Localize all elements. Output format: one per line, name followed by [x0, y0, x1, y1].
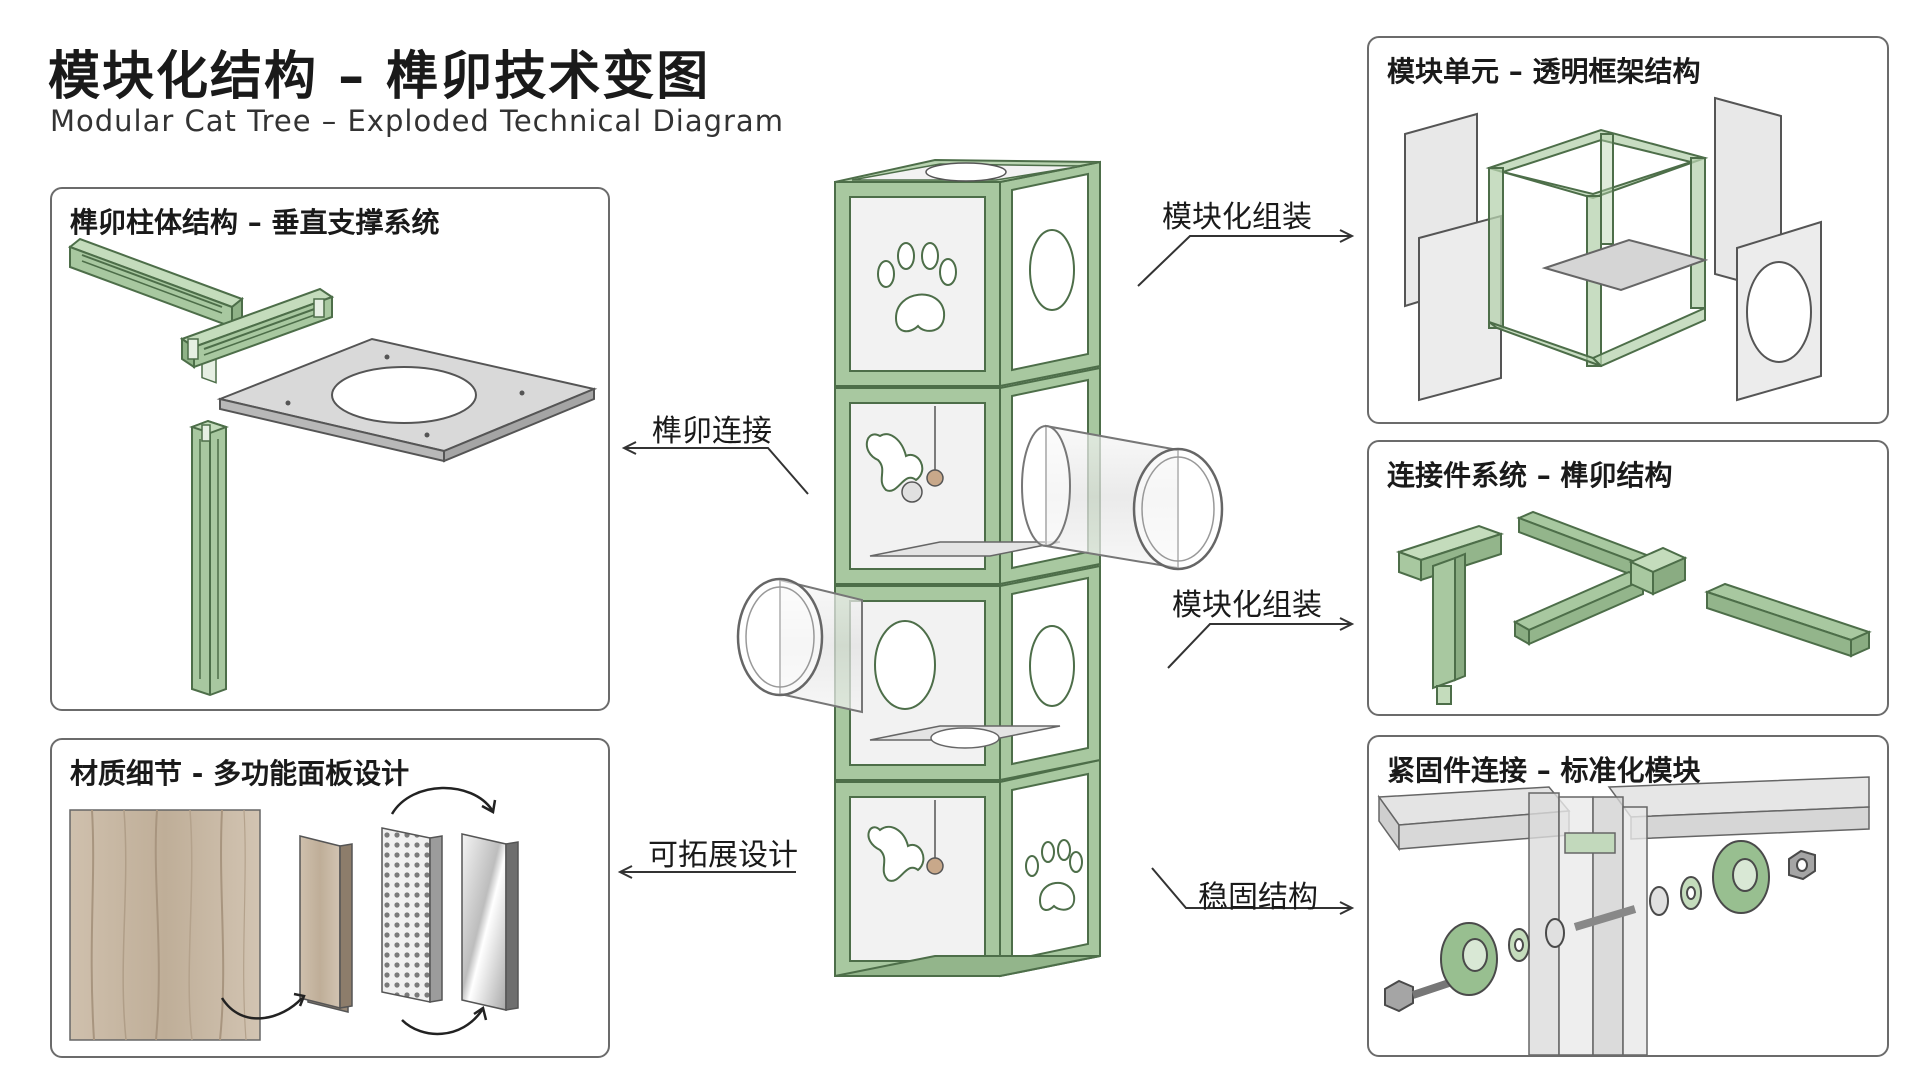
swap-arrows	[220, 786, 497, 1036]
vertical-post	[189, 419, 229, 697]
callout-tenon-joint: 榫卯连接	[652, 414, 772, 449]
round-hole-plate	[216, 337, 598, 463]
exploded-side-panels	[1404, 96, 1822, 402]
material-panel-title: 材质细节 - 多功能面板设计	[70, 757, 410, 790]
fastener-panel-title: 紧固件连接 – 标准化模块	[1387, 754, 1701, 787]
tenon-column-illustration	[67, 237, 598, 697]
page-subtitle: Modular Cat Tree – Exploded Technical Di…	[50, 104, 784, 138]
frame-joint-cutaway	[1377, 776, 1870, 1055]
paw-print-icon	[877, 242, 957, 333]
fastener-illustration	[1377, 776, 1870, 1055]
wood-panel	[299, 835, 353, 1013]
cross-connector	[1512, 510, 1872, 658]
material-panel: 材质细节 - 多功能面板设计	[50, 738, 610, 1058]
module-unit-illustration	[1404, 96, 1822, 402]
connector-panel-title: 连接件系统 – 榫卯结构	[1387, 459, 1673, 492]
callout-leaders	[617, 229, 1355, 915]
cat-tree-module-4	[834, 758, 1101, 978]
callout-expandable-design: 可拓展设计	[648, 838, 798, 873]
module-unit-panel: 模块单元 – 透明框架结构	[1367, 36, 1889, 424]
transparent-tunnel-right	[1021, 424, 1224, 571]
page-title: 模块化结构 – 榫卯技术变图	[48, 47, 711, 107]
transparent-tunnel-left	[736, 577, 863, 714]
module-unit-panel-title: 模块单元 – 透明框架结构	[1387, 55, 1701, 88]
horizontal-beam-1	[67, 237, 245, 384]
perforated-panel	[381, 827, 443, 1003]
cat-tree-module-1	[834, 158, 1101, 388]
tenon-column-panel-title: 榫卯柱体结构 – 垂直支撑系统	[70, 206, 440, 239]
cat-tree-module-3	[834, 564, 1101, 782]
mirror-panel	[461, 833, 519, 1011]
callout-modular-assembly-mid: 模块化组装	[1172, 588, 1322, 623]
connector-panel: 连接件系统 – 榫卯结构	[1367, 440, 1889, 716]
callout-stable-structure: 稳固结构	[1198, 880, 1318, 915]
horizontal-beam-2	[179, 287, 335, 369]
callout-modular-assembly-top: 模块化组装	[1162, 200, 1312, 235]
cat-tree-module-2	[834, 366, 1101, 586]
wood-texture-swatch	[69, 809, 261, 1041]
connector-illustration	[1395, 510, 1872, 705]
transparent-frame	[1485, 128, 1709, 368]
paw-print-icon	[1025, 839, 1083, 911]
fastener-panel: 紧固件连接 – 标准化模块	[1367, 735, 1889, 1057]
bolt-and-washers	[1384, 840, 1816, 1013]
t-shaped-connector	[1395, 524, 1505, 705]
tenon-column-panel: 榫卯柱体结构 – 垂直支撑系统	[50, 187, 610, 711]
material-illustration	[69, 786, 519, 1041]
